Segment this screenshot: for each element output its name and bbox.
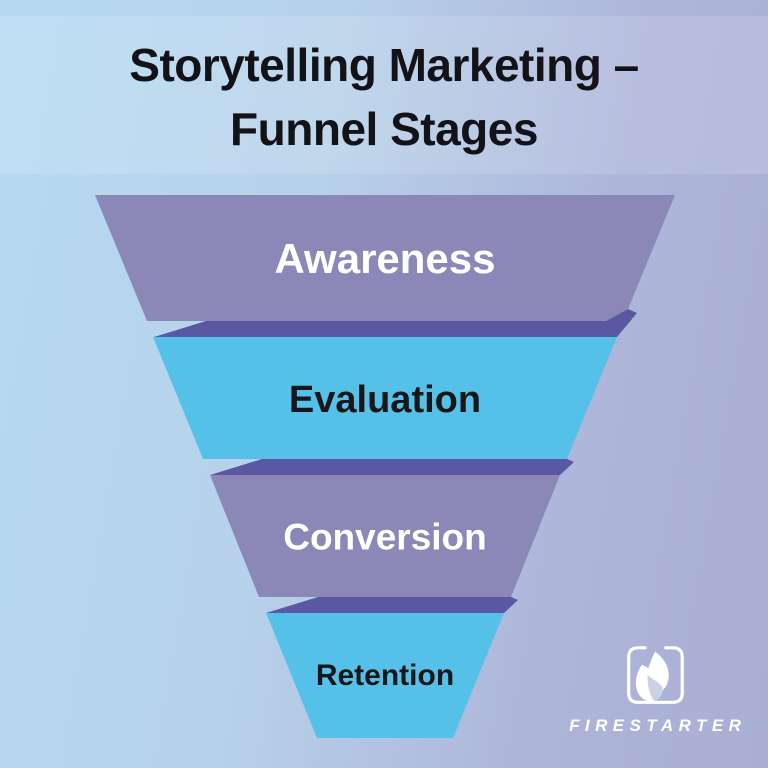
title-highlight-band (0, 16, 768, 174)
brand-logo: FIRESTARTER (545, 645, 765, 736)
funnel-fold-3 (266, 597, 518, 613)
funnel-stage-retention (266, 613, 504, 738)
flame-icon (627, 646, 684, 704)
brand-wordmark: FIRESTARTER (569, 716, 747, 735)
funnel-fold-2 (210, 459, 574, 475)
stage-label-evaluation: Evaluation (288, 379, 482, 421)
funnel-stage-evaluation (153, 337, 617, 459)
stage-label-retention: Retention (315, 659, 455, 692)
stage-label-awareness: Awareness (274, 235, 496, 282)
stage-label-conversion: Conversion (283, 516, 487, 558)
page-title: Storytelling Marketing – Funnel Stages (0, 33, 768, 161)
funnel-fold-1 (154, 309, 637, 337)
funnel-stage-conversion (210, 475, 560, 597)
title-line-1: Storytelling Marketing – (129, 39, 639, 91)
flame-shade (647, 675, 663, 701)
bracket-frame-icon (627, 646, 684, 704)
title-line-2: Funnel Stages (230, 103, 538, 155)
funnel-stage-awareness (95, 195, 675, 321)
